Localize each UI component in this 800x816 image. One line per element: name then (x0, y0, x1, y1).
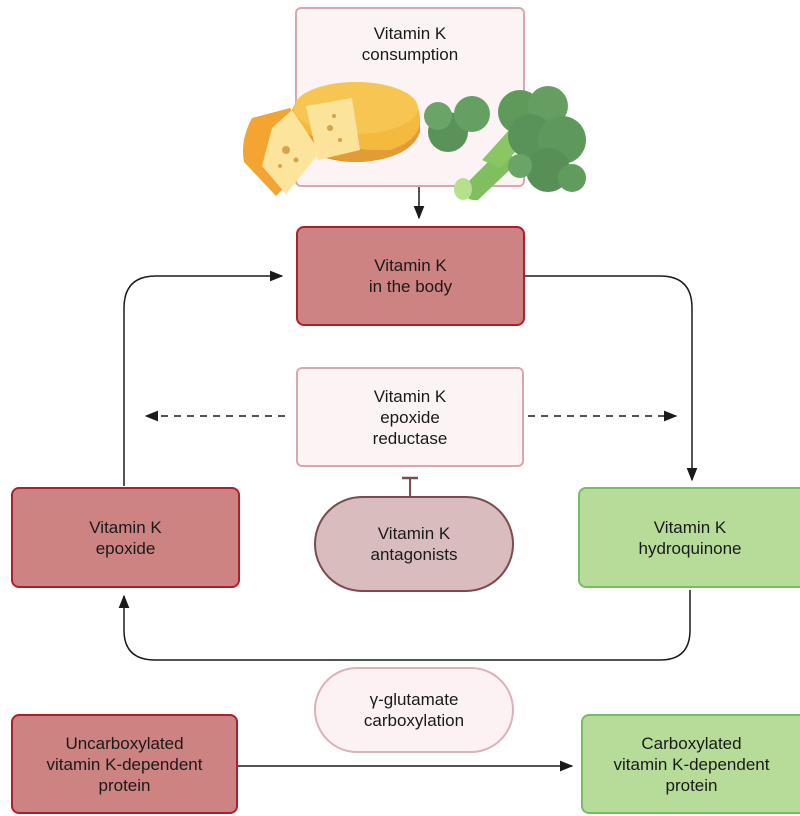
arrow-hydroquinone-to-epoxide (118, 590, 691, 661)
carboxylation-label-line1: γ-glutamate (369, 690, 459, 709)
consumption-label-line1: Vitamin K (373, 24, 447, 43)
reductase-label-line1: Vitamin K (373, 386, 447, 406)
reductase-label-line2: epoxide (380, 407, 440, 427)
carboxylated-label-line2: vitamin K-dependent (613, 754, 770, 774)
uncarboxylated-label-line2: vitamin K-dependent (46, 754, 203, 774)
carboxylated-label-line1: Carboxylated (641, 733, 742, 753)
antagonists-label-line2: antagonists (370, 545, 458, 564)
consumption-box: Vitamin K consumption (295, 7, 525, 187)
carboxylated-protein-box: Carboxylated vitamin K-dependent protein (581, 714, 800, 814)
hydroquinone-label-line2: hydroquinone (638, 538, 742, 558)
vitamin-k-hydroquinone-box: Vitamin K hydroquinone (578, 487, 800, 588)
body-label-line2: in the body (368, 277, 453, 296)
antagonists-label-line1: Vitamin K (377, 524, 451, 543)
body-label-line1: Vitamin K (374, 256, 447, 275)
epoxide-label-line2: epoxide (95, 538, 156, 558)
epoxide-reductase-box: Vitamin K epoxide reductase (296, 367, 524, 467)
hydroquinone-label-line1: Vitamin K (653, 517, 727, 537)
antagonists-pill: Vitamin K antagonists (314, 496, 514, 592)
arrow-body-to-hydroquinone (525, 275, 698, 482)
arrow-epoxide-to-body (123, 270, 284, 486)
uncarboxylated-label-line3: protein (98, 775, 151, 795)
epoxide-label-line1: Vitamin K (89, 517, 162, 537)
carboxylation-label-line2: carboxylation (363, 711, 465, 730)
uncarboxylated-label-line1: Uncarboxylated (65, 733, 184, 753)
reductase-label-line3: reductase (372, 428, 448, 448)
uncarboxylated-protein-box: Uncarboxylated vitamin K-dependent prote… (11, 714, 238, 814)
vitamin-k-epoxide-box: Vitamin K epoxide (11, 487, 240, 588)
carboxylated-label-line3: protein (665, 775, 718, 795)
carboxylation-pill: γ-glutamate carboxylation (314, 667, 514, 753)
consumption-label-line2: consumption (361, 45, 459, 64)
vitamin-k-body-box: Vitamin K in the body (296, 226, 525, 326)
